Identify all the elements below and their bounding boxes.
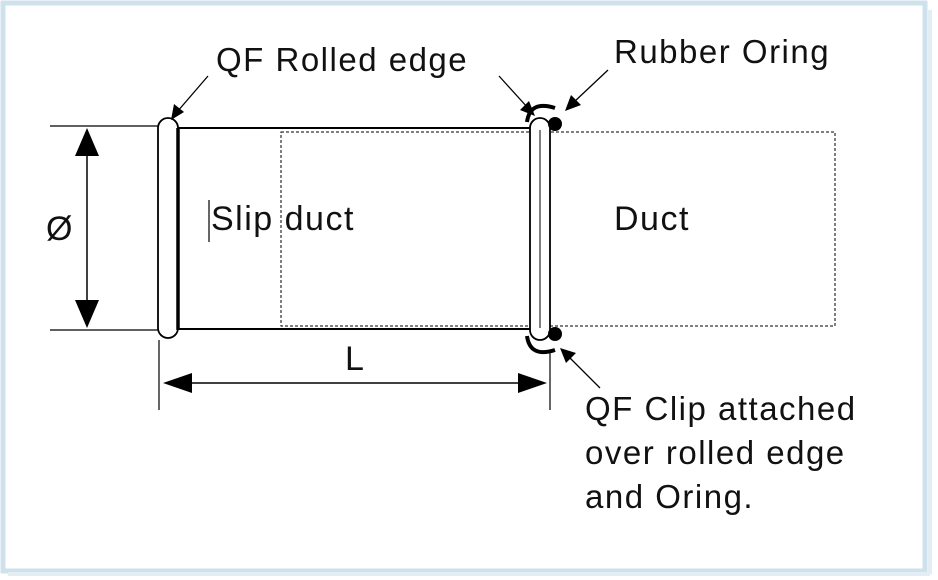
clip-leader-line bbox=[567, 355, 601, 389]
diameter-arrow-top bbox=[75, 128, 99, 156]
rolled-edge-leader-line bbox=[176, 75, 209, 113]
clip-label-line2: over rolled edge bbox=[585, 434, 846, 471]
right-edge-leader-line bbox=[498, 75, 529, 109]
rolled-edge-label: QF Rolled edge bbox=[216, 41, 468, 78]
slip-duct-label: Slip duct bbox=[211, 200, 355, 238]
length-arrow-left bbox=[163, 373, 192, 393]
oring-bottom-dot bbox=[548, 327, 562, 341]
frame-border bbox=[0, 0, 928, 574]
oring-leader-arrow bbox=[565, 95, 581, 111]
diameter-arrow-bottom bbox=[75, 300, 99, 328]
clip-label-line1: QF Clip attached bbox=[585, 390, 857, 427]
diameter-symbol: Ø bbox=[46, 210, 74, 248]
clip-arc-top bbox=[525, 103, 556, 123]
right-edge-leader-arrow bbox=[520, 101, 535, 116]
left-rolled-edge bbox=[157, 117, 179, 339]
clip-arc-bottom bbox=[525, 335, 556, 355]
rolled-edge-leader-arrow bbox=[171, 104, 184, 120]
length-label: L bbox=[345, 340, 365, 378]
duct-label: Duct bbox=[614, 200, 690, 238]
duct-dashed-outline bbox=[280, 131, 836, 327]
length-arrow-right bbox=[518, 373, 547, 393]
oring-top-dot bbox=[548, 117, 562, 131]
oring-leader-line bbox=[573, 69, 609, 103]
clip-label-line3: and Oring. bbox=[585, 478, 754, 515]
rubber-oring-label: Rubber Oring bbox=[614, 33, 830, 70]
clip-leader-arrow bbox=[560, 348, 576, 363]
